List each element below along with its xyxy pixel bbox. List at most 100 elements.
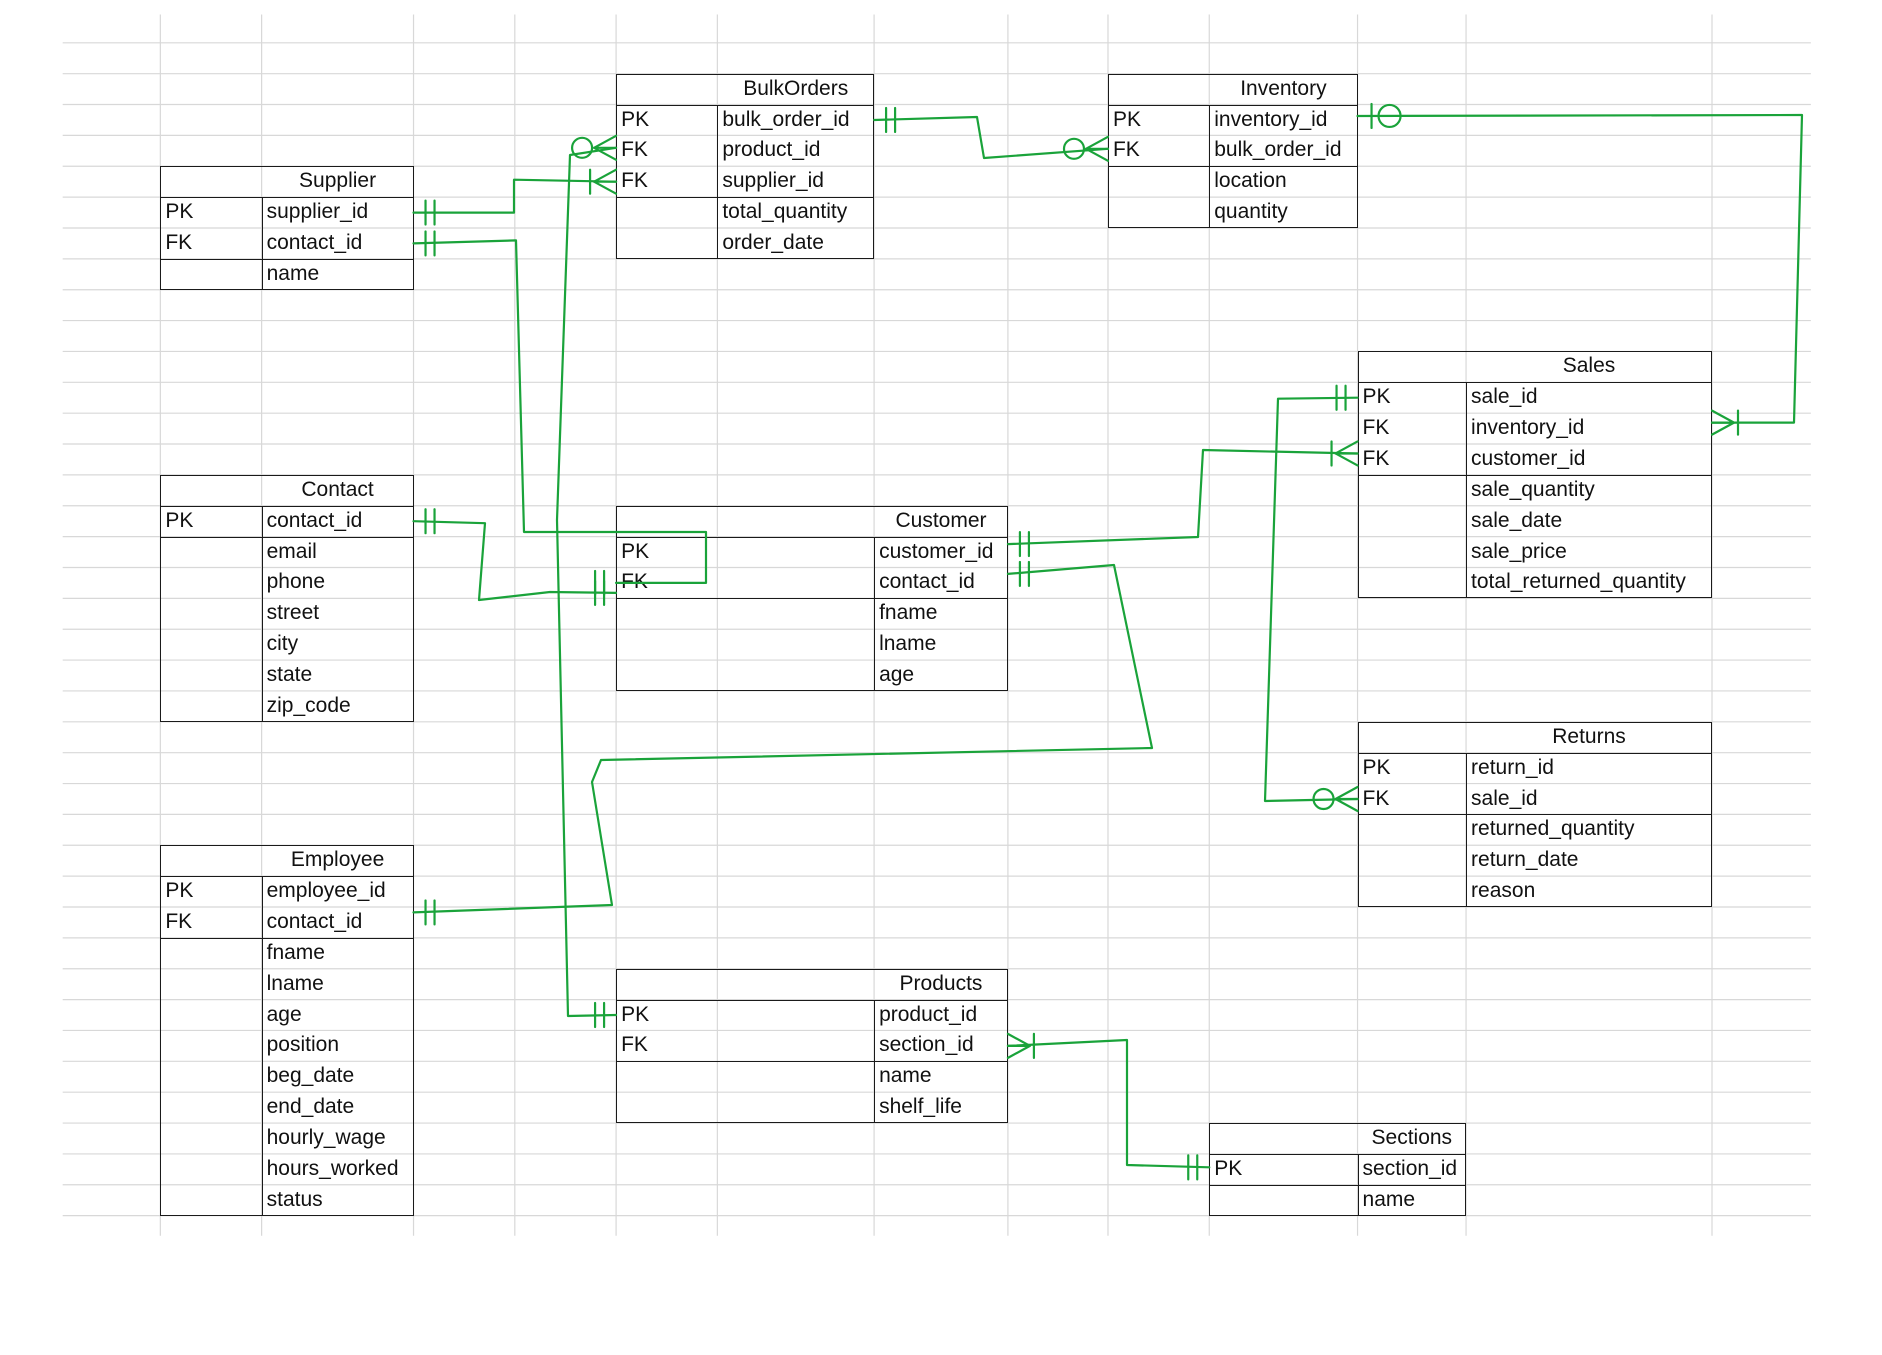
- field-name: sale_quantity: [1471, 477, 1595, 501]
- field-name: inventory_id: [1471, 416, 1585, 440]
- field-name: name: [879, 1064, 932, 1088]
- field-name: supplier_id: [266, 200, 369, 224]
- field-key-marker: [160, 1092, 261, 1123]
- field-key-marker: FK: [621, 169, 648, 193]
- field-name: return_id: [1471, 755, 1554, 779]
- field-key-marker: FK: [621, 570, 648, 594]
- field-key-marker: PK: [1362, 385, 1391, 409]
- field-key-marker: PK: [165, 508, 194, 532]
- field-key-marker: [1358, 506, 1467, 537]
- field-key-marker: PK: [165, 200, 194, 224]
- field-key-marker: [160, 1123, 261, 1154]
- field-key-marker: [160, 1000, 261, 1031]
- field-key-marker: [1358, 537, 1467, 568]
- field-name: fname: [879, 601, 938, 625]
- field-name: name: [266, 261, 320, 285]
- field-name: end_date: [266, 1095, 355, 1119]
- field-name: sale_date: [1471, 508, 1563, 532]
- field-key-marker: FK: [621, 1033, 648, 1057]
- field-key-marker: [160, 259, 261, 290]
- entity-title: BulkOrders: [743, 76, 849, 100]
- field-key-marker: [1108, 197, 1209, 228]
- field-name: lname: [879, 632, 937, 656]
- field-key-marker: PK: [165, 879, 194, 903]
- field-name: beg_date: [266, 1064, 355, 1088]
- field-name: street: [266, 601, 320, 625]
- field-key-marker: [160, 567, 261, 598]
- field-name: inventory_id: [1214, 107, 1328, 131]
- entity-title: Employee: [290, 848, 385, 872]
- field-key-marker: [160, 938, 261, 969]
- field-key-marker: [1358, 567, 1467, 598]
- field-key-marker: [616, 1092, 874, 1123]
- field-name: zip_code: [266, 693, 351, 717]
- field-name: contact_id: [266, 508, 363, 532]
- field-key-marker: [616, 197, 717, 228]
- field-key-marker: [160, 660, 261, 691]
- entity-title: Inventory: [1240, 76, 1327, 100]
- field-name: hourly_wage: [266, 1126, 386, 1150]
- field-key-marker: [616, 598, 874, 629]
- field-name: location: [1214, 169, 1287, 193]
- entity-title: Customer: [895, 508, 987, 532]
- field-name: shelf_life: [879, 1095, 962, 1119]
- entity-title: Supplier: [299, 169, 377, 193]
- field-name: city: [266, 632, 299, 656]
- field-key-marker: [1358, 845, 1467, 876]
- field-name: lname: [266, 971, 324, 995]
- field-key-marker: PK: [621, 107, 650, 131]
- field-key-marker: FK: [165, 910, 193, 933]
- field-name: contact_id: [266, 230, 363, 254]
- field-name: order_date: [722, 230, 824, 254]
- field-key-marker: [160, 1061, 261, 1092]
- field-name: sale_id: [1471, 385, 1538, 409]
- field-name: state: [266, 663, 313, 687]
- field-name: email: [266, 539, 317, 563]
- field-name: phone: [266, 570, 326, 594]
- field-key-marker: [616, 228, 717, 259]
- field-key-marker: PK: [621, 1002, 650, 1026]
- field-key-marker: [616, 1061, 874, 1092]
- field-key-marker: [160, 598, 261, 629]
- field-name: age: [266, 1002, 302, 1026]
- field-name: contact_id: [266, 910, 363, 933]
- field-key-marker: [160, 969, 261, 1000]
- field-name: age: [879, 663, 915, 687]
- field-key-marker: [160, 629, 261, 660]
- field-key-marker: [1358, 876, 1467, 907]
- field-key-marker: PK: [1112, 107, 1141, 131]
- entity-title: Sales: [1562, 354, 1616, 378]
- field-key-marker: PK: [1362, 755, 1391, 779]
- field-name: sale_price: [1471, 539, 1567, 563]
- field-name: section_id: [879, 1033, 974, 1057]
- entity-title: Contact: [301, 477, 374, 501]
- field-name: total_returned_quantity: [1471, 570, 1686, 594]
- field-name: supplier_id: [722, 169, 824, 193]
- field-name: quantity: [1214, 200, 1288, 224]
- field-name: customer_id: [1471, 447, 1586, 471]
- field-name: total_quantity: [722, 200, 848, 224]
- field-name: return_date: [1471, 848, 1579, 872]
- field-key-marker: [160, 1030, 261, 1061]
- field-key-marker: [1108, 166, 1209, 197]
- field-key-marker: PK: [621, 539, 650, 563]
- field-key-marker: PK: [1214, 1156, 1243, 1180]
- field-name: status: [266, 1187, 323, 1211]
- field-name: product_id: [879, 1002, 978, 1026]
- field-name: bulk_order_id: [722, 107, 850, 131]
- field-key-marker: [1358, 475, 1467, 506]
- field-name: position: [266, 1033, 339, 1057]
- field-name: fname: [266, 940, 325, 964]
- field-key-marker: FK: [621, 138, 648, 162]
- entity-title: Sections: [1371, 1126, 1453, 1150]
- field-key-marker: FK: [1362, 416, 1390, 440]
- field-key-marker: FK: [1112, 138, 1140, 162]
- field-key-marker: [1358, 814, 1467, 845]
- field-key-marker: FK: [1362, 786, 1390, 810]
- field-key-marker: [160, 691, 261, 722]
- field-name: name: [1362, 1187, 1416, 1211]
- field-key-marker: [616, 629, 874, 660]
- field-key-marker: [160, 1185, 261, 1216]
- field-key-marker: [160, 537, 261, 568]
